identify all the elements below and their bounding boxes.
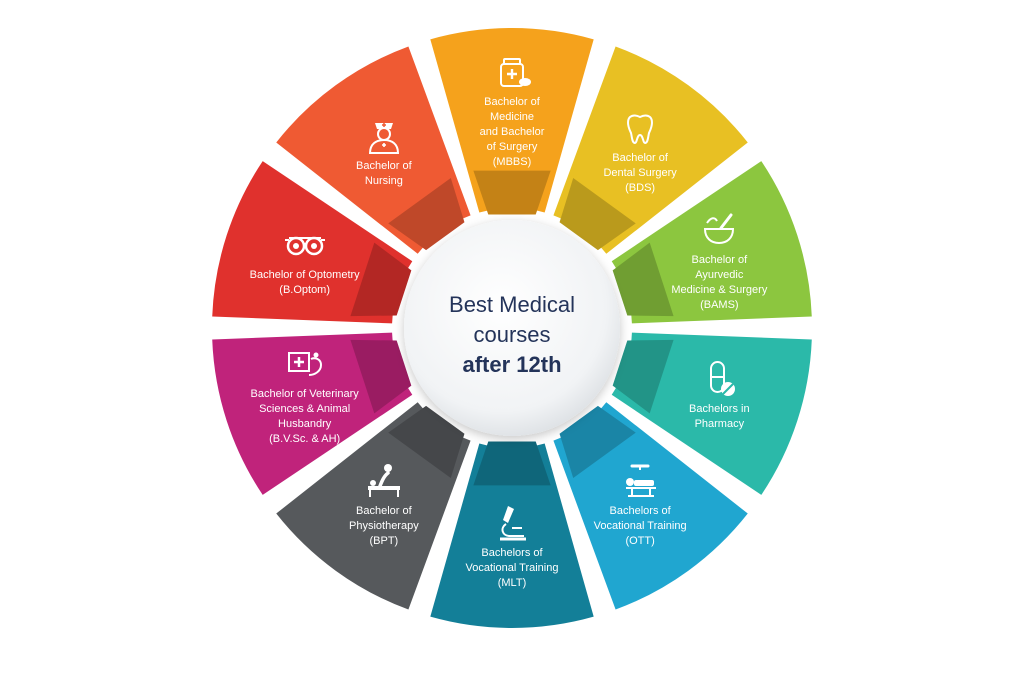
segment-fold-mbbs — [473, 170, 551, 215]
segment-text-line: Bachelor of — [356, 159, 412, 172]
segment-fold-bpt — [388, 405, 465, 478]
segment-label-bpt: Bachelor of Physiotherapy (BPT) — [309, 460, 459, 549]
segment-fold-nursing — [388, 178, 465, 251]
segment-text-line: Nursing — [364, 174, 403, 187]
segment-text-line: of Surgery — [486, 140, 538, 153]
segment-text-line: Vocational Training — [593, 519, 687, 532]
segment-text-line: (MBBS) — [492, 155, 532, 168]
center-title-line-3: after 12th — [462, 352, 562, 377]
segment-label-nursing: Bachelor of Nursing — [309, 115, 459, 189]
mortar-pestle-icon — [704, 213, 735, 244]
segment-text-line: Dental Surgery — [603, 167, 677, 180]
segment-fold-pharmacy — [612, 339, 674, 414]
segment-fold-bams — [612, 242, 674, 317]
segment-text-line: (BDS) — [625, 182, 656, 195]
segment-fold-bvsc — [350, 339, 412, 414]
segment-text-line: Bachelors of — [609, 504, 671, 517]
segment-text-line: Bachelors of — [481, 546, 543, 559]
segment-text-line: Bachelor of Optometry — [249, 268, 360, 281]
segment-text-line: Husbandry — [278, 418, 332, 431]
center-title: Best Medical courses after 12th — [412, 290, 612, 380]
segment-text-ott: Bachelors of Vocational Training (OTT) — [565, 504, 715, 549]
segment-text-line: Medicine — [489, 110, 535, 123]
microscope-icon — [500, 505, 526, 540]
segment-label-mlt: Bachelors of Vocational Training (MLT) — [437, 502, 587, 591]
segment-text-nursing: Bachelor of Nursing — [309, 159, 459, 189]
center-hub — [404, 220, 620, 436]
center-title-line-1: Best Medical — [449, 292, 575, 317]
segment-text-line: Bachelor of — [612, 152, 668, 165]
segment-text-line: Bachelor of Veterinary — [250, 388, 359, 401]
segment-mbbs — [430, 27, 594, 213]
segment-text-mlt: Bachelors of Vocational Training (MLT) — [437, 546, 587, 591]
medicine-bottle-icon — [500, 57, 531, 87]
segment-text-line: (B.Optom) — [279, 283, 331, 296]
segment-label-optometry: Bachelor of Optometry (B.Optom) — [230, 224, 380, 298]
segment-text-line: Pharmacy — [694, 418, 745, 431]
center-title-line-2: courses — [473, 322, 551, 347]
segment-fold-ott — [559, 405, 636, 478]
segment-fold-bds — [559, 178, 636, 251]
segment-text-line: Bachelor of — [356, 504, 412, 517]
segment-text-line: Physiotherapy — [349, 519, 419, 532]
segment-label-mbbs: Bachelor of Medicine and Bachelor of Surger… — [437, 51, 587, 170]
veterinary-icon — [287, 352, 322, 377]
segment-text-line: Bachelors in — [689, 403, 750, 416]
segment-text-bpt: Bachelor of Physiotherapy (BPT) — [309, 504, 459, 549]
segment-label-ott: Bachelors of Vocational Training (OTT) — [565, 460, 715, 549]
segment-fold-optometry — [350, 242, 412, 317]
segment-text-pharmacy: Bachelors in Pharmacy — [644, 402, 794, 432]
segment-text-line: (BAMS) — [700, 298, 739, 311]
segment-text-line: Medicine & Surgery — [671, 283, 768, 296]
segment-text-bds: Bachelor of Dental Surgery (BDS) — [565, 151, 715, 196]
segment-label-bds: Bachelor of Dental Surgery (BDS) — [565, 107, 715, 196]
eye-test-glasses-icon — [284, 236, 325, 255]
physiotherapy-icon — [367, 463, 400, 497]
tooth-icon — [627, 114, 654, 145]
segment-text-line: (BPT) — [369, 534, 399, 547]
segment-text-line: (OTT) — [625, 534, 655, 547]
segment-text-line: Sciences & Animal — [259, 403, 351, 416]
segment-text-line: (MLT) — [497, 576, 527, 589]
segment-label-pharmacy: Bachelors in Pharmacy — [644, 358, 794, 432]
nurse-icon — [368, 122, 399, 154]
segment-text-mbbs: Bachelor of Medicine and Bachelor of Surger… — [437, 95, 587, 170]
capsule-icon — [710, 361, 736, 397]
segment-text-line: Bachelor of — [484, 95, 540, 108]
segment-text-line: Bachelor of — [691, 253, 748, 266]
segment-text-line: Ayurvedic — [695, 268, 744, 281]
segment-text-line: and Bachelor — [479, 125, 545, 138]
segment-text-line: (B.V.Sc. & AH) — [269, 433, 341, 446]
segments-layer — [212, 27, 812, 629]
segment-text-line: Vocational Training — [465, 561, 559, 574]
segment-fold-mlt — [473, 441, 551, 486]
operating-table-icon — [626, 464, 657, 497]
segment-text-optometry: Bachelor of Optometry (B.Optom) — [230, 268, 380, 298]
